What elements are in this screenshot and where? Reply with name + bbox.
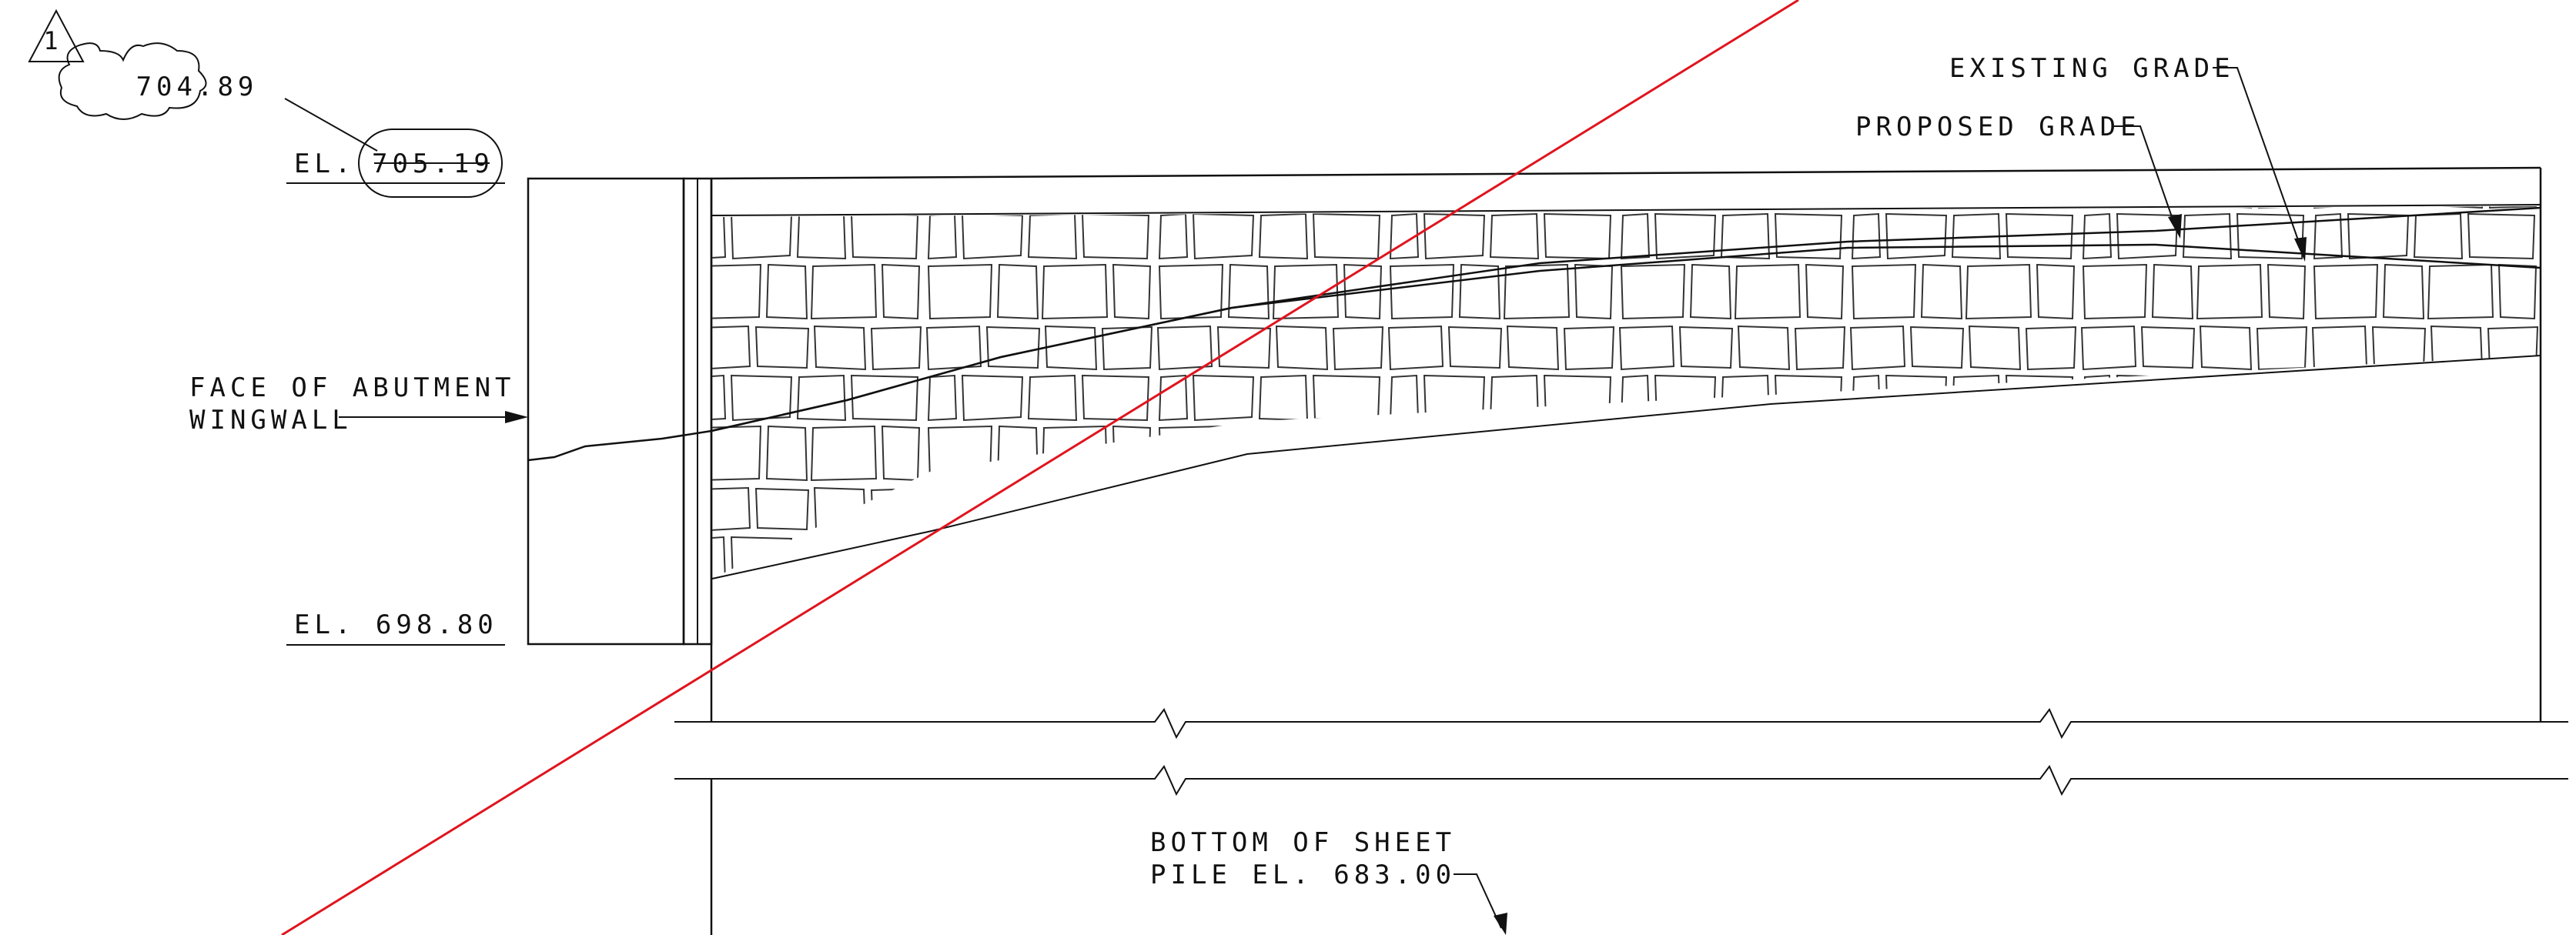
existing-grade-text: EXISTING GRADE [1949, 53, 2235, 84]
elevation-revision-bubble [358, 129, 503, 198]
abutment-label-line2: WINGWALL [189, 405, 353, 436]
bottom-elevation-label: EL. 698.80 [286, 609, 505, 646]
existing-grade-label: EXISTING GRADE [1949, 53, 2307, 262]
top-elevation-label: EL. 705.19 [286, 129, 505, 198]
proposed-grade-line [711, 206, 2541, 432]
face-of-abutment-label: FACE OF ABUTMENT WINGWALL [189, 372, 528, 436]
proposed-grade-text: PROPOSED GRADE [1855, 112, 2141, 142]
proposed-grade-arrowhead [2168, 214, 2182, 239]
break-lines [674, 708, 2568, 796]
revision-cloud: 704.89 [58, 42, 259, 120]
sheet-pile-line1: BOTTOM OF SHEET [1150, 827, 1456, 858]
sheet-pile-arrowhead [1494, 913, 1507, 935]
abutment-arrowhead [505, 411, 528, 423]
cloud-leader-line [284, 98, 378, 152]
bottom-elevation-text: EL. 698.80 [294, 609, 498, 640]
proposed-grade-label: PROPOSED GRADE [1855, 112, 2182, 239]
revision-triangle: 1 [28, 8, 85, 62]
existing-grade-arrowhead [2294, 237, 2307, 262]
abutment-block [527, 177, 713, 646]
revision-number: 1 [43, 26, 62, 55]
abutment-label-line1: FACE OF ABUTMENT [189, 372, 516, 403]
masonry-bottom-edge [711, 355, 2541, 579]
revision-cloud-value: 704.89 [136, 72, 259, 102]
sheet-pile-label: BOTTOM OF SHEET PILE EL. 683.00 [1150, 827, 1507, 935]
red-markup-line [281, 0, 1799, 935]
top-elevation-prefix: EL. [294, 149, 355, 179]
sheet-pile-line2: PILE EL. 683.00 [1150, 860, 1456, 890]
